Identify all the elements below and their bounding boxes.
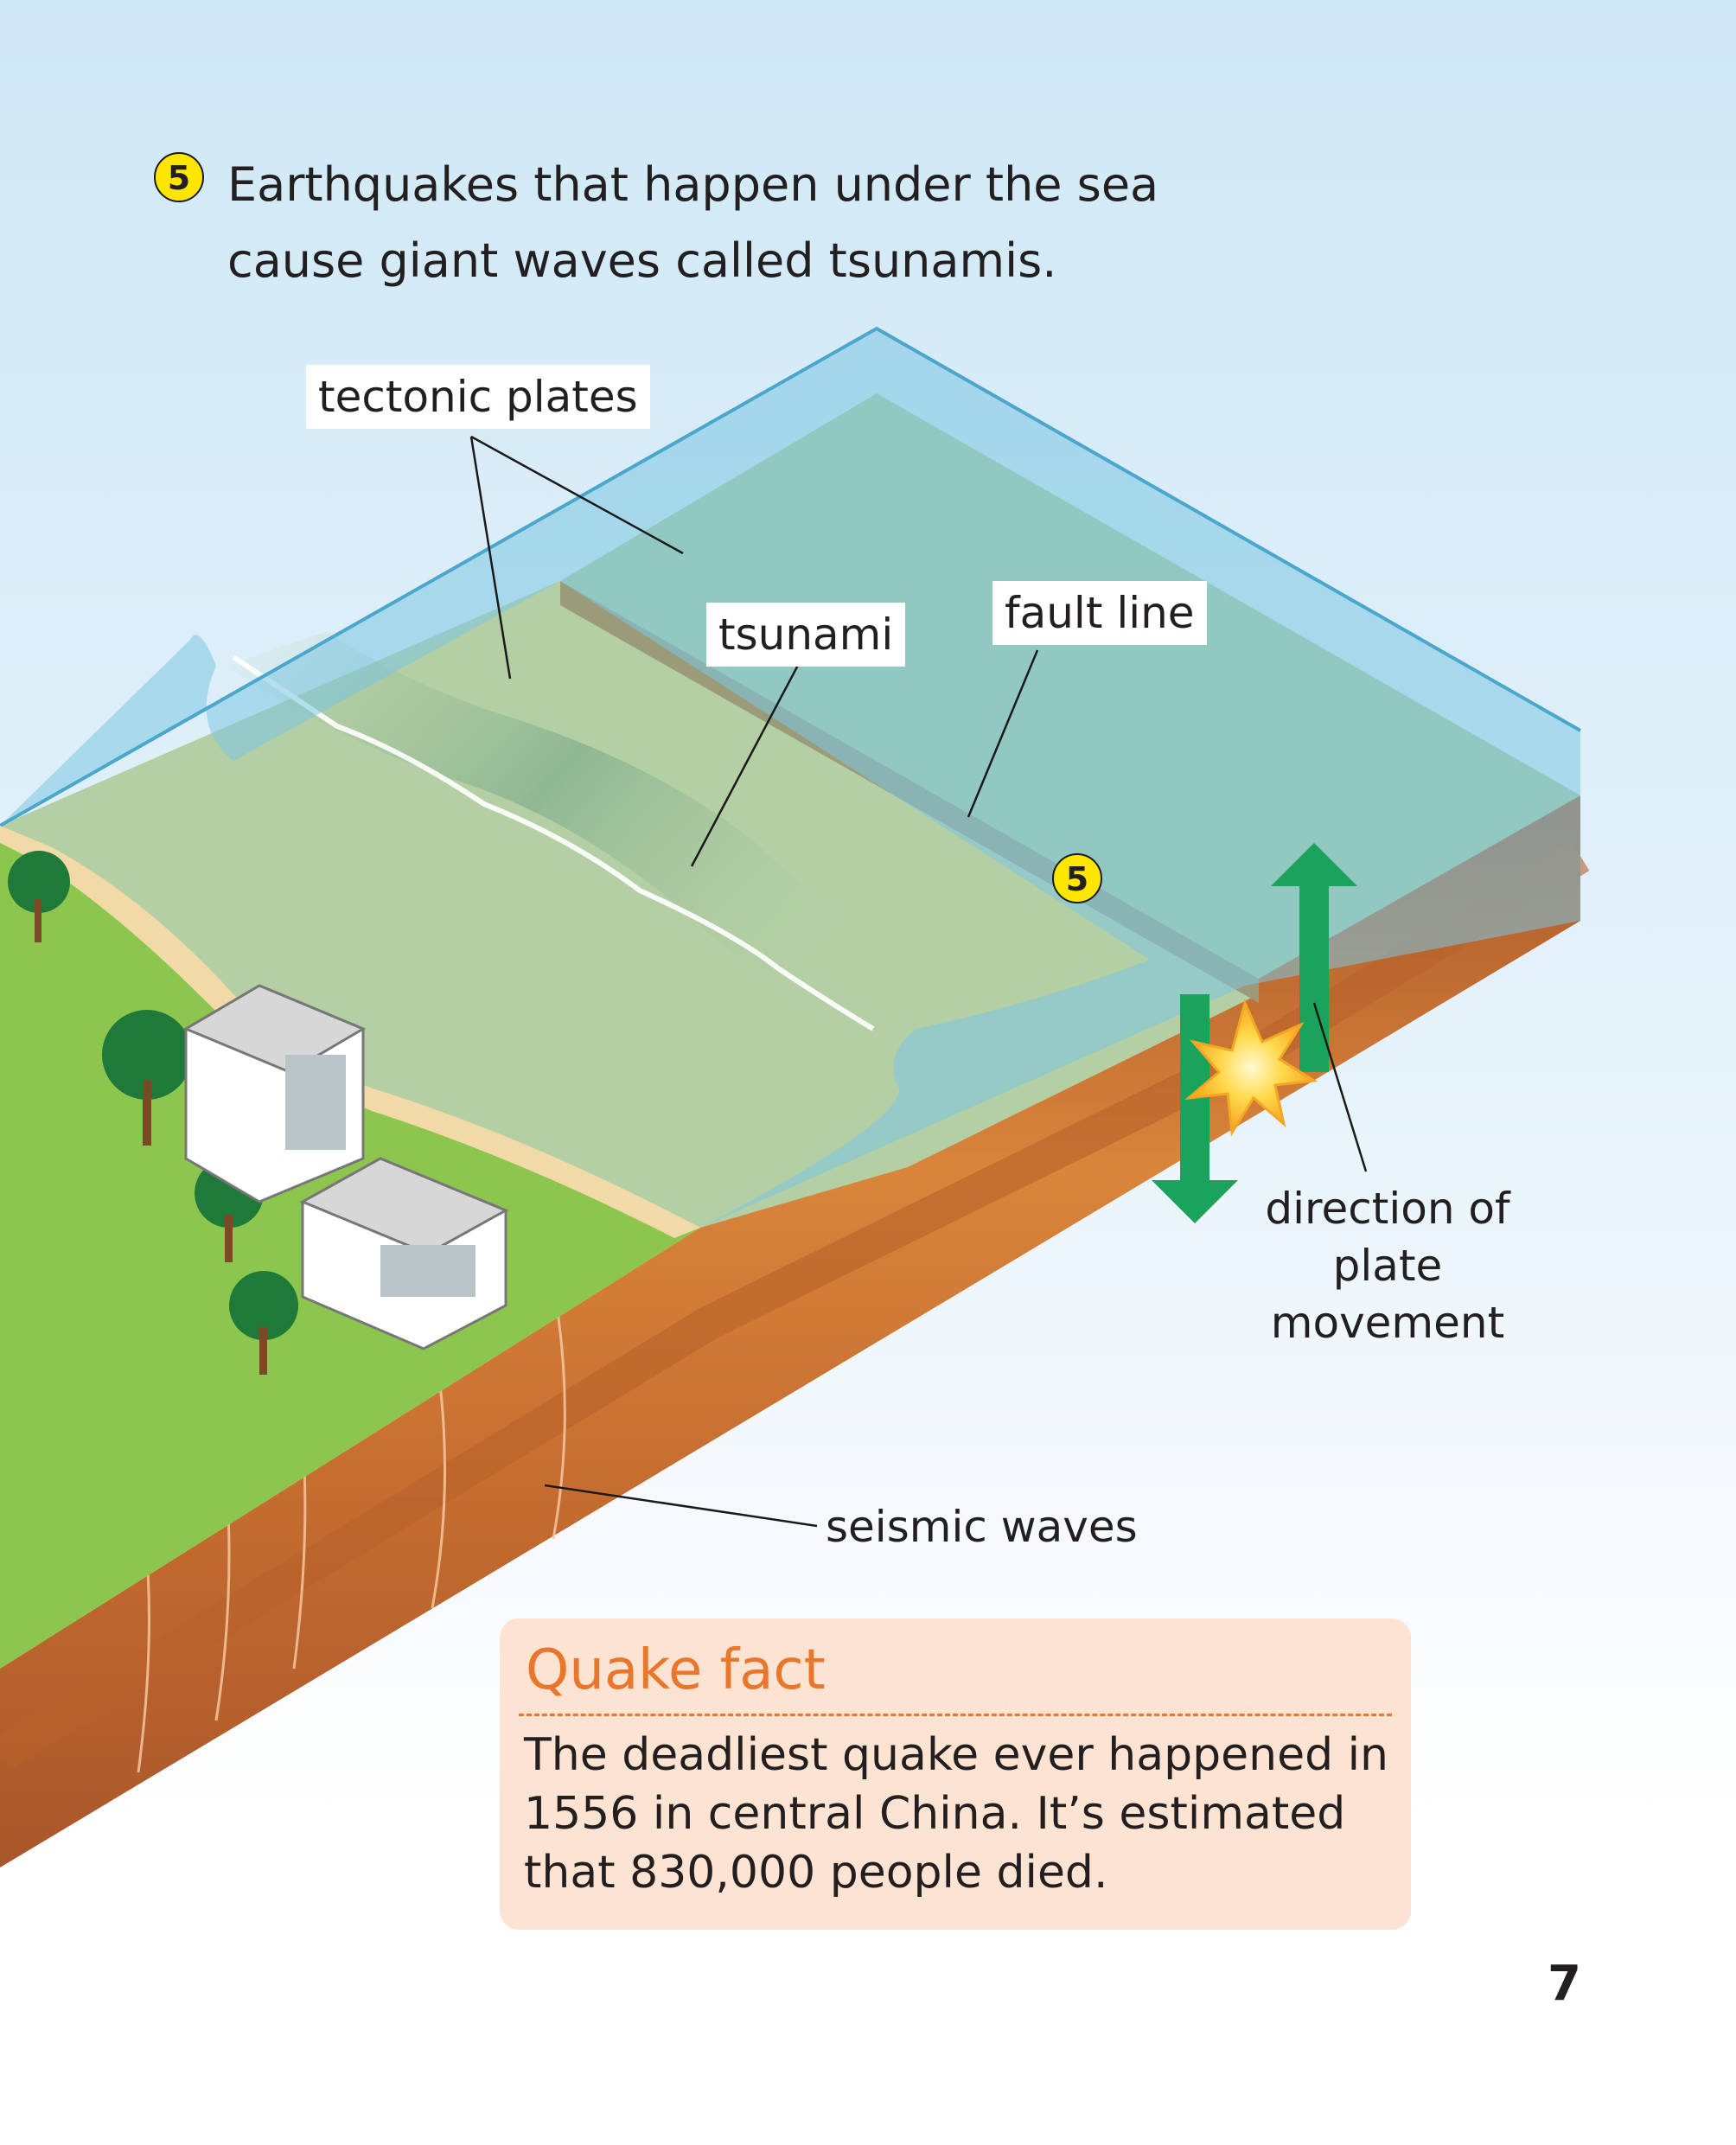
tsunami-wave <box>225 631 968 1037</box>
palm-trees <box>8 851 298 1375</box>
page-number: 7 <box>1548 1956 1581 2012</box>
fact-divider <box>519 1714 1392 1716</box>
wave-crest <box>232 654 875 1031</box>
heading-text: Earthquakes that happen under the sea ca… <box>227 157 1159 288</box>
beach <box>0 826 700 1238</box>
plate-movement-arrows <box>1152 843 1357 1223</box>
leader-lines <box>469 435 1368 1528</box>
earthquake-burst <box>1184 999 1318 1137</box>
quake-fact-box: Quake fact The deadliest quake ever happ… <box>500 1618 1411 1930</box>
fault-step-marker: 5 <box>1052 853 1102 903</box>
seismic-waves-label: seismic waves <box>826 1502 1138 1552</box>
fault-line-label: fault line <box>992 581 1207 645</box>
step-badge: 5 <box>154 152 204 202</box>
sea-surface-edge <box>0 326 1581 827</box>
direction-label: direction of plate movement <box>1265 1184 1510 1348</box>
fact-title: Quake fact <box>526 1638 826 1702</box>
fact-text: The deadliest quake ever happened in 155… <box>524 1729 1389 1899</box>
rock-strata <box>0 840 1590 1771</box>
tsunami-label: tsunami <box>706 603 906 667</box>
buildings <box>182 984 509 1350</box>
tectonic-plates-label: tectonic plates <box>306 365 650 429</box>
